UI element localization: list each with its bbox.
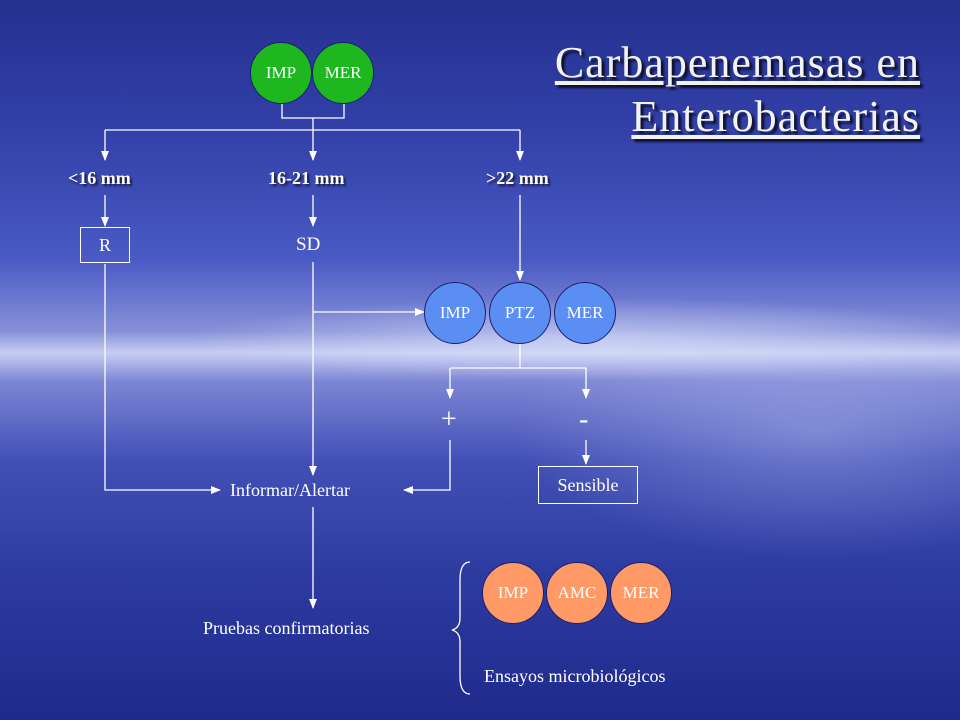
disk-imp: IMP bbox=[250, 42, 312, 104]
positive-sign: + bbox=[441, 404, 457, 435]
negative-sign: - bbox=[579, 404, 589, 435]
zone-low-label: <16 mm bbox=[68, 168, 131, 188]
arrow-pos-to-informar bbox=[403, 440, 451, 494]
sensible-box: Sensible bbox=[538, 466, 638, 504]
disk-mer-3: MER bbox=[610, 562, 672, 624]
disk-mer-2: MER bbox=[554, 282, 616, 344]
title-line-1: Carbapenemasas en bbox=[554, 38, 920, 87]
disk-mer: MER bbox=[312, 42, 374, 104]
zone-high-label: >22 mm bbox=[486, 168, 549, 188]
result-sd-label: SD bbox=[296, 234, 321, 255]
disk-ptz: PTZ bbox=[489, 282, 551, 344]
slide-title: Carbapenemasas en Enterobacterias bbox=[500, 36, 920, 144]
pruebas-confirmatorias-label: Pruebas confirmatorias bbox=[203, 618, 370, 638]
result-r-box: R bbox=[80, 227, 130, 263]
disk-amc: AMC bbox=[546, 562, 608, 624]
title-line-2: Enterobacterias bbox=[631, 92, 920, 141]
disk-imp-3: IMP bbox=[482, 562, 544, 624]
curly-brace bbox=[451, 561, 471, 695]
disk-imp-2: IMP bbox=[424, 282, 486, 344]
ensayos-microbiologicos-label: Ensayos microbiológicos bbox=[484, 666, 666, 686]
arrow-r-to-informar bbox=[104, 264, 221, 494]
zone-mid-label: 16-21 mm bbox=[268, 168, 345, 188]
informar-alertar-label: Informar/Alertar bbox=[230, 480, 350, 500]
